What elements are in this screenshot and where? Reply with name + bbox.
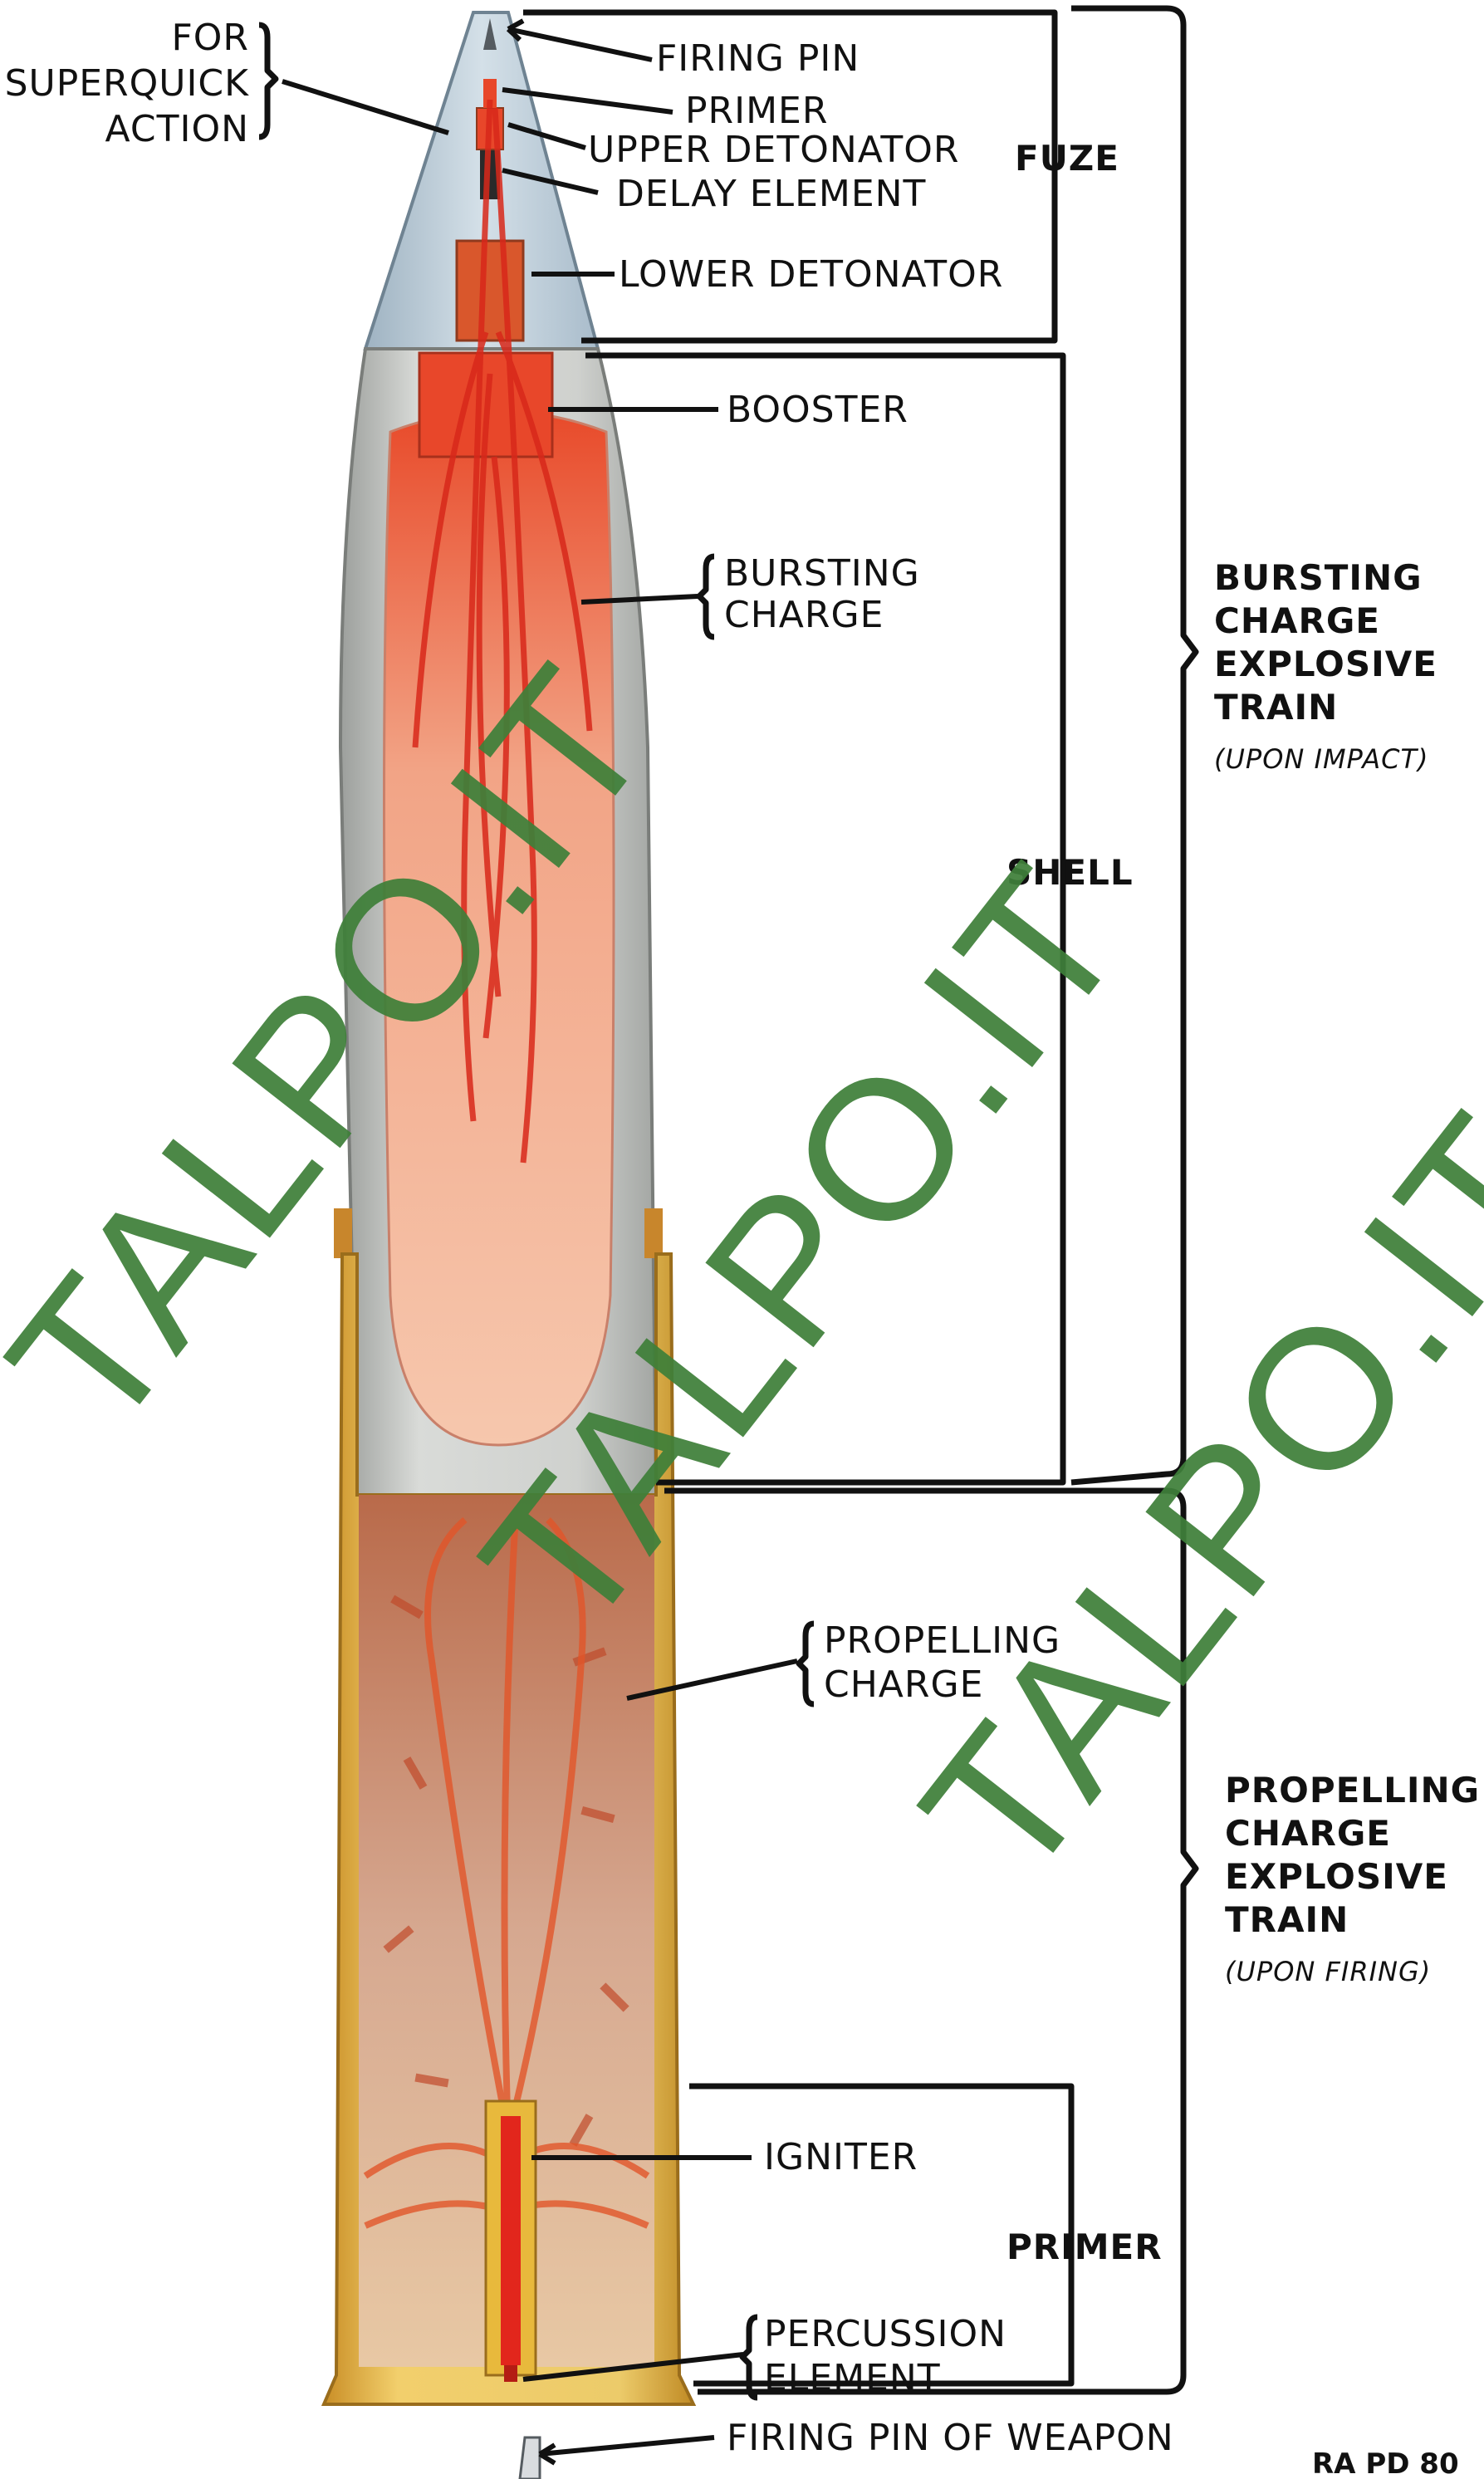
- label-lower-detonator: LOWER DETONATOR: [619, 253, 1003, 296]
- train-note-propelling: (UPON FIRING): [1225, 1956, 1431, 1987]
- label-bursting-charge-1: BURSTING: [724, 552, 920, 595]
- label-upper-detonator: UPPER DETONATOR: [588, 129, 960, 171]
- group-label-fuze: FUZE: [1015, 138, 1119, 179]
- train-note-bursting: (UPON IMPACT): [1214, 743, 1429, 775]
- label-firing-pin: FIRING PIN: [656, 37, 860, 80]
- train-label-propelling-2: CHARGE: [1225, 1813, 1391, 1854]
- label-booster: BOOSTER: [727, 389, 909, 431]
- label-percussion-1: PERCUSSION: [764, 2313, 1006, 2355]
- train-label-propelling-4: TRAIN: [1225, 1899, 1349, 1940]
- group-label-primer: PRIMER: [1006, 2227, 1163, 2267]
- train-label-bursting-1: BURSTING: [1214, 557, 1423, 598]
- weapon-firing-pin: [520, 2437, 540, 2479]
- label-igniter: IGNITER: [764, 2136, 918, 2178]
- label-primer: PRIMER: [685, 90, 828, 132]
- diagram-code: RA PD 80: [1312, 2447, 1459, 2479]
- percussion-element: [504, 2365, 517, 2382]
- igniter: [501, 2116, 521, 2365]
- train-label-bursting-2: CHARGE: [1214, 600, 1380, 641]
- train-label-bursting-3: EXPLOSIVE: [1214, 644, 1437, 684]
- watermark-layer: TALPO.IT TALPO.IT TALPO.IT: [0, 627, 1484, 1920]
- label-superquick-1: FOR: [171, 17, 249, 59]
- label-delay-element: DELAY ELEMENT: [616, 173, 926, 215]
- lower-detonator: [457, 241, 523, 340]
- train-label-propelling-1: PROPELLING: [1225, 1770, 1480, 1810]
- train-label-propelling-3: EXPLOSIVE: [1225, 1856, 1448, 1897]
- label-firing-pin-weapon: FIRING PIN OF WEAPON: [727, 2417, 1174, 2459]
- label-percussion-2: ELEMENT: [764, 2357, 941, 2399]
- label-superquick-3: ACTION: [105, 108, 249, 150]
- label-bursting-charge-2: CHARGE: [724, 594, 884, 636]
- train-label-bursting-4: TRAIN: [1214, 687, 1338, 728]
- label-superquick-2: SUPERQUICK: [5, 62, 250, 105]
- projectile: [324, 12, 693, 2479]
